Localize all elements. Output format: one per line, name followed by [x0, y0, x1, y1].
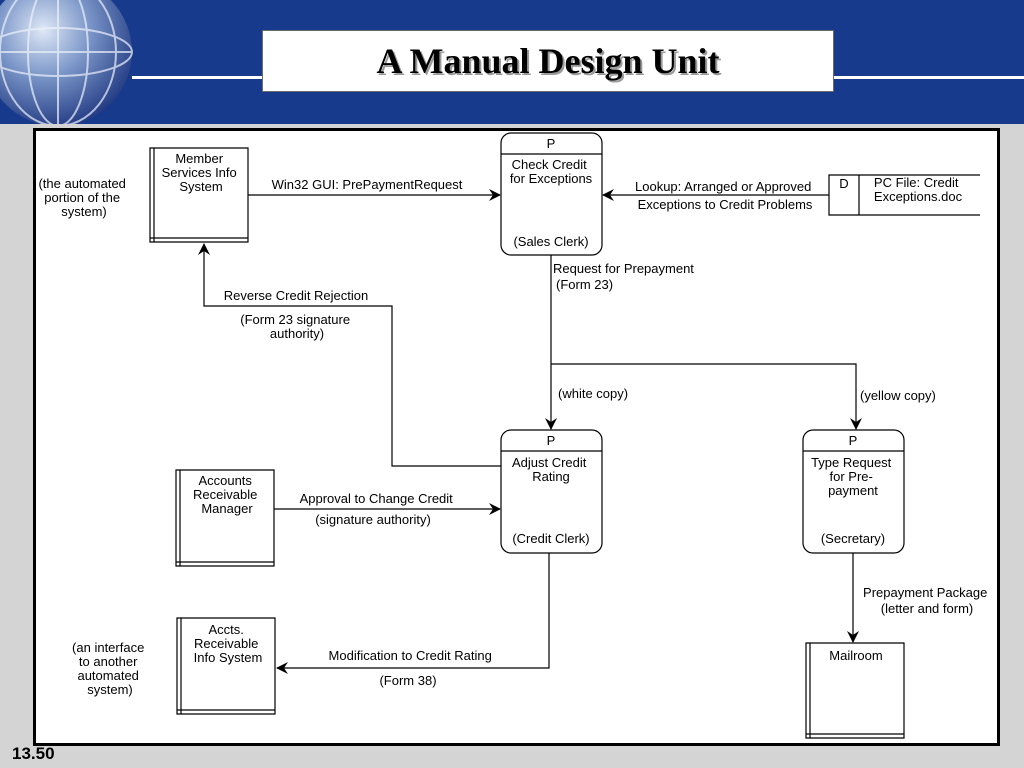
entity-accounts-receivable-manager: [175, 469, 275, 567]
flow-label-form23-sig: (Form 23 signature authority): [240, 312, 353, 341]
flow-label-prepayment-package: Prepayment Package (letter and form): [863, 585, 991, 616]
type-request-id: P: [849, 433, 858, 448]
type-request-actor: (Secretary): [821, 531, 885, 546]
process-adjust-credit: [500, 429, 603, 554]
check-credit-actor: (Sales Clerk): [513, 234, 588, 249]
entity-member-services: [149, 147, 249, 243]
type-request-label: Type Request for Pre- payment: [811, 455, 895, 498]
adjust-credit-actor: (Credit Clerk): [512, 531, 589, 546]
mailroom-label: Mailroom: [829, 648, 882, 663]
flow-label-request-prepayment: Request for Prepayment (Form 23): [553, 261, 698, 292]
pc-file-label: PC File: Credit Exceptions.doc: [874, 175, 963, 204]
flow-line-request-yellow: [551, 363, 862, 430]
accts-info-label: Accts. Receivable Info System: [194, 622, 263, 665]
flow-label-win32: Win32 GUI: PrePaymentRequest: [272, 177, 463, 192]
slide-header: A Manual Design Unit: [0, 0, 1024, 124]
check-credit-label: Check Credit for Exceptions: [510, 157, 593, 186]
entity-mailroom: [805, 642, 905, 739]
flow-label-reverse-credit: Reverse Credit Rejection: [224, 288, 369, 303]
flow-label-lookup: Lookup: Arranged or Approved Exceptions …: [635, 179, 815, 212]
accounts-manager-label: Accounts Receivable Manager: [193, 473, 261, 516]
adjust-credit-id: P: [547, 433, 556, 448]
title-box: A Manual Design Unit: [262, 30, 834, 92]
accts-info-note: (an interface to another automated syste…: [72, 640, 148, 697]
member-services-note: (the automated portion of the system): [38, 176, 129, 219]
entity-accts-receivable-info-system: [176, 617, 276, 715]
flow-line-reverse-credit: [198, 243, 501, 467]
member-services-label: Member Services Info System: [162, 151, 241, 194]
flow-label-modification: Modification to Credit Rating (Form 38): [329, 648, 496, 688]
slide-number: 13.50: [12, 744, 55, 763]
flow-label-yellow-copy: (yellow copy): [860, 388, 936, 403]
flow-line-modification: [276, 553, 550, 674]
flow-label-white-copy: (white copy): [558, 386, 628, 401]
globe-icon: [0, 0, 133, 124]
pc-file-id: D: [839, 176, 848, 191]
adjust-credit-label: Adjust Credit Rating: [512, 455, 590, 484]
flow-label-approval: Approval to Change Credit (signature aut…: [300, 491, 457, 527]
check-credit-id: P: [547, 136, 556, 151]
slide-title: A Manual Design Unit: [376, 41, 720, 81]
